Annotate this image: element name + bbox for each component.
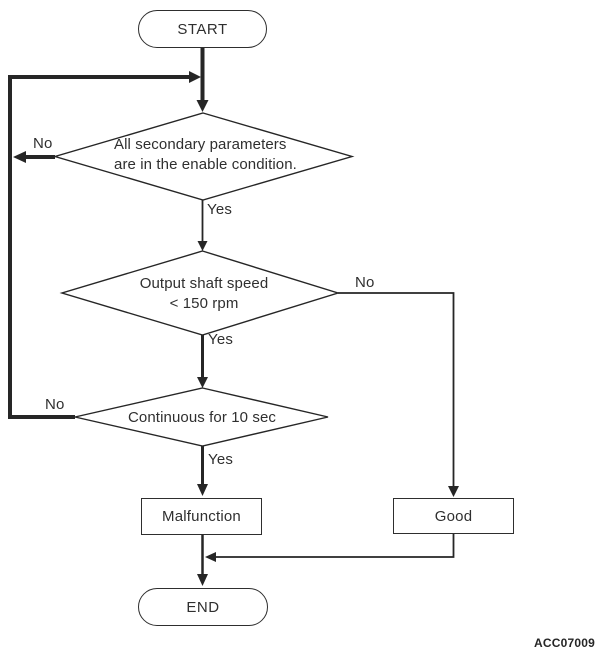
decision2-no-arrowhead-down	[448, 486, 459, 497]
decision1-label-line2: are in the enable condition.	[114, 156, 297, 173]
good-junction-arrowhead-left	[205, 552, 216, 562]
good-box: Good	[393, 498, 514, 534]
decision1-yes-label: Yes	[207, 201, 233, 218]
edge-loop-no-feedback	[8, 75, 190, 419]
decision3-no-label: No	[45, 396, 65, 413]
decision2-label-line1: Output shaft speed	[139, 275, 269, 292]
start-terminator: START	[138, 10, 267, 48]
decision2-label-line2: < 150 rpm	[169, 295, 239, 312]
decision1-diamond-shape	[52, 112, 355, 201]
end-arrowhead-down	[197, 574, 208, 586]
decision2-label: Output shaft speed < 150 rpm	[94, 274, 314, 314]
decision1-label: All secondary parameters are in the enab…	[114, 135, 314, 175]
decision2-diamond-shape	[59, 250, 341, 336]
malfunction-box: Malfunction	[141, 498, 262, 535]
decision2-no-label: No	[355, 274, 375, 291]
decision3-yes-arrowhead-down	[197, 484, 208, 496]
decision1-no-arrowhead-left	[13, 151, 26, 163]
start-arrowhead-down	[196, 100, 209, 112]
decision3-label: Continuous for 10 sec	[127, 409, 277, 426]
figure-code-label: ACC07009	[534, 636, 595, 650]
decision3-yes-label: Yes	[208, 451, 234, 468]
edge-good-to-junction	[215, 534, 455, 558]
decision2-yes-label: Yes	[208, 331, 234, 348]
decision1-label-line1: All secondary parameters	[114, 136, 287, 153]
edge-decision2-no	[338, 292, 455, 489]
decision1-no-label: No	[33, 135, 53, 152]
loop-arrowhead-right	[189, 71, 201, 83]
decision3-diamond-shape	[74, 387, 329, 447]
decision1-yes-arrowhead-down	[197, 241, 208, 251]
end-terminator: END	[138, 588, 268, 626]
decision2-yes-arrowhead-down	[197, 377, 208, 388]
